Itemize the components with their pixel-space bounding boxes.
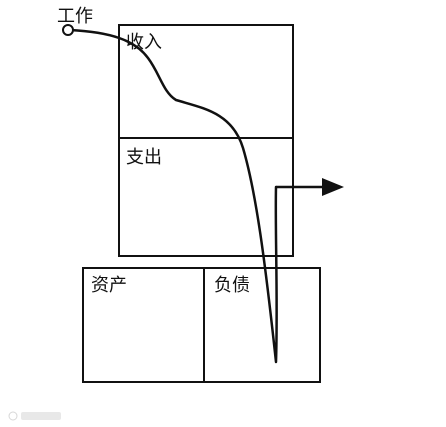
watermark-icon (8, 411, 61, 421)
label-expense: 支出 (126, 147, 162, 168)
arrow-head-icon (322, 178, 344, 196)
start-circle-icon (62, 24, 74, 36)
label-work: 工作 (57, 6, 93, 27)
label-assets: 资产 (91, 275, 127, 296)
balance-sheet-box (82, 267, 321, 383)
cashflow-curve (68, 28, 278, 364)
label-liabilities: 负债 (214, 275, 250, 296)
income-statement-box (118, 24, 294, 257)
label-income: 收入 (126, 32, 162, 53)
